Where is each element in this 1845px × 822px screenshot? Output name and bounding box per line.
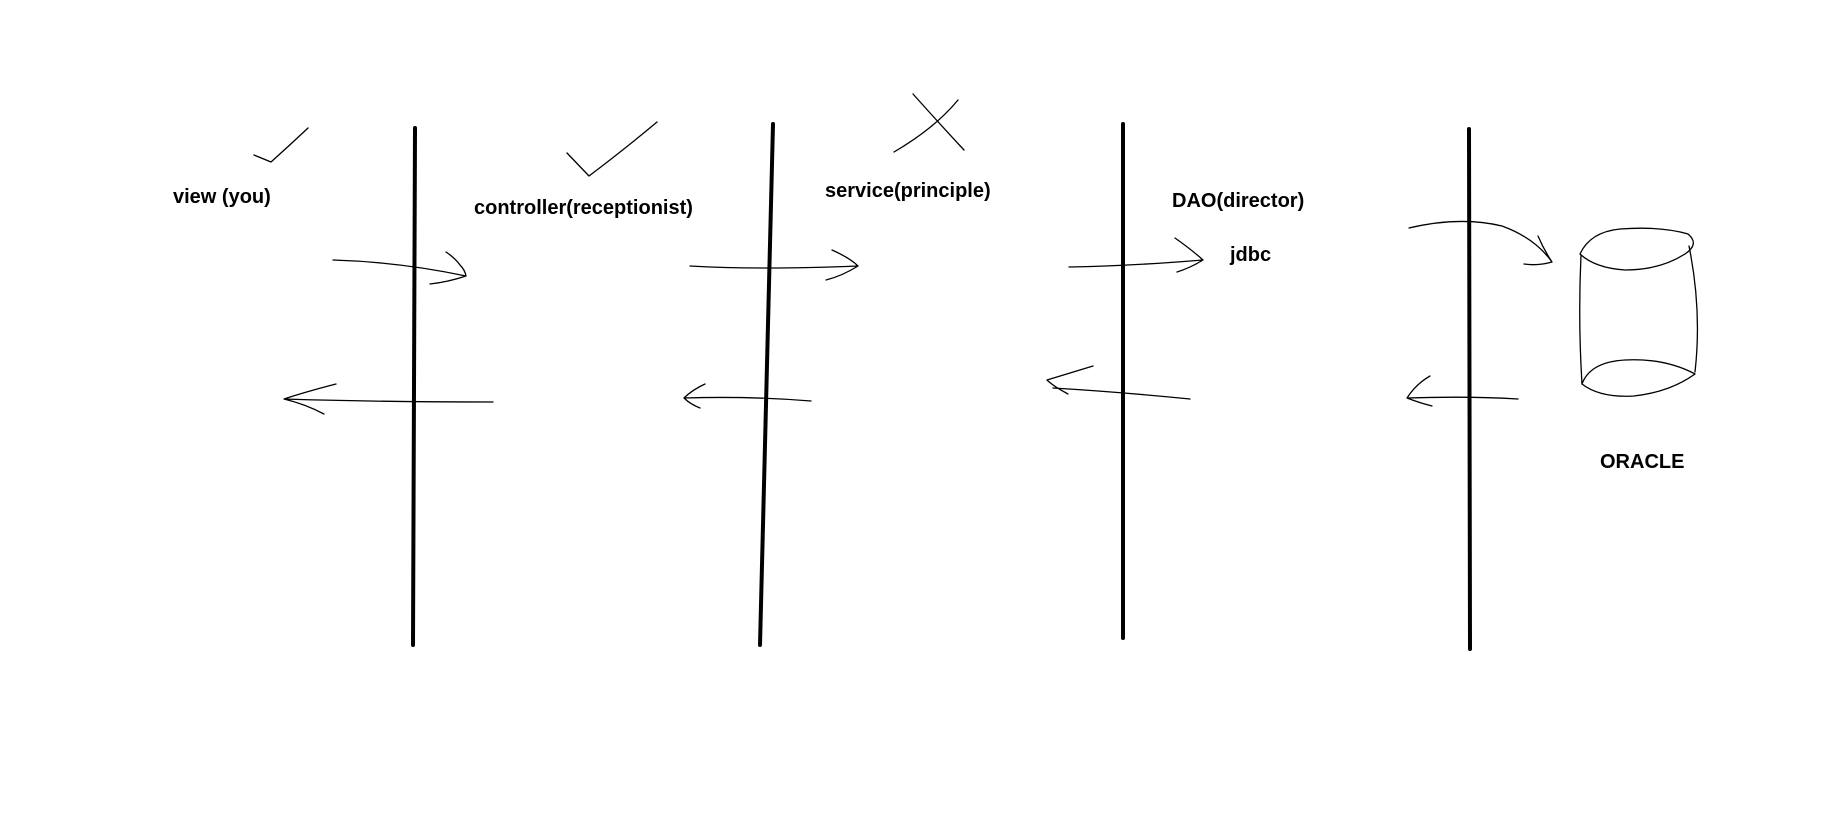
database-label: ORACLE (1600, 451, 1684, 473)
divider-controller-service (758, 122, 775, 647)
layer-label-controller: controller(receptionist) (474, 197, 693, 219)
response-arrow-4-icon (1406, 375, 1519, 407)
request-arrow-4-icon (1408, 220, 1553, 266)
response-arrow-3-icon (1046, 365, 1191, 400)
service-cross-mark-icon (893, 93, 965, 153)
view-check-mark-icon (253, 127, 309, 163)
response-arrow-1-icon (283, 383, 494, 415)
layer-label-service: service(principle) (825, 180, 991, 202)
database-cylinder-icon (1579, 227, 1699, 397)
request-arrow-1-icon (332, 251, 467, 285)
divider-view-controller (411, 126, 417, 647)
layer-label-view: view (you) (173, 186, 271, 208)
layer-label-dao: DAO(director) (1172, 190, 1304, 212)
request-arrow-2-icon (689, 249, 859, 281)
response-arrow-2-icon (683, 383, 812, 409)
divider-dao-database (1467, 127, 1472, 651)
dao-note-jdbc: jdbc (1229, 244, 1271, 266)
controller-check-mark-icon (566, 121, 658, 177)
request-arrow-3-icon (1068, 237, 1204, 273)
